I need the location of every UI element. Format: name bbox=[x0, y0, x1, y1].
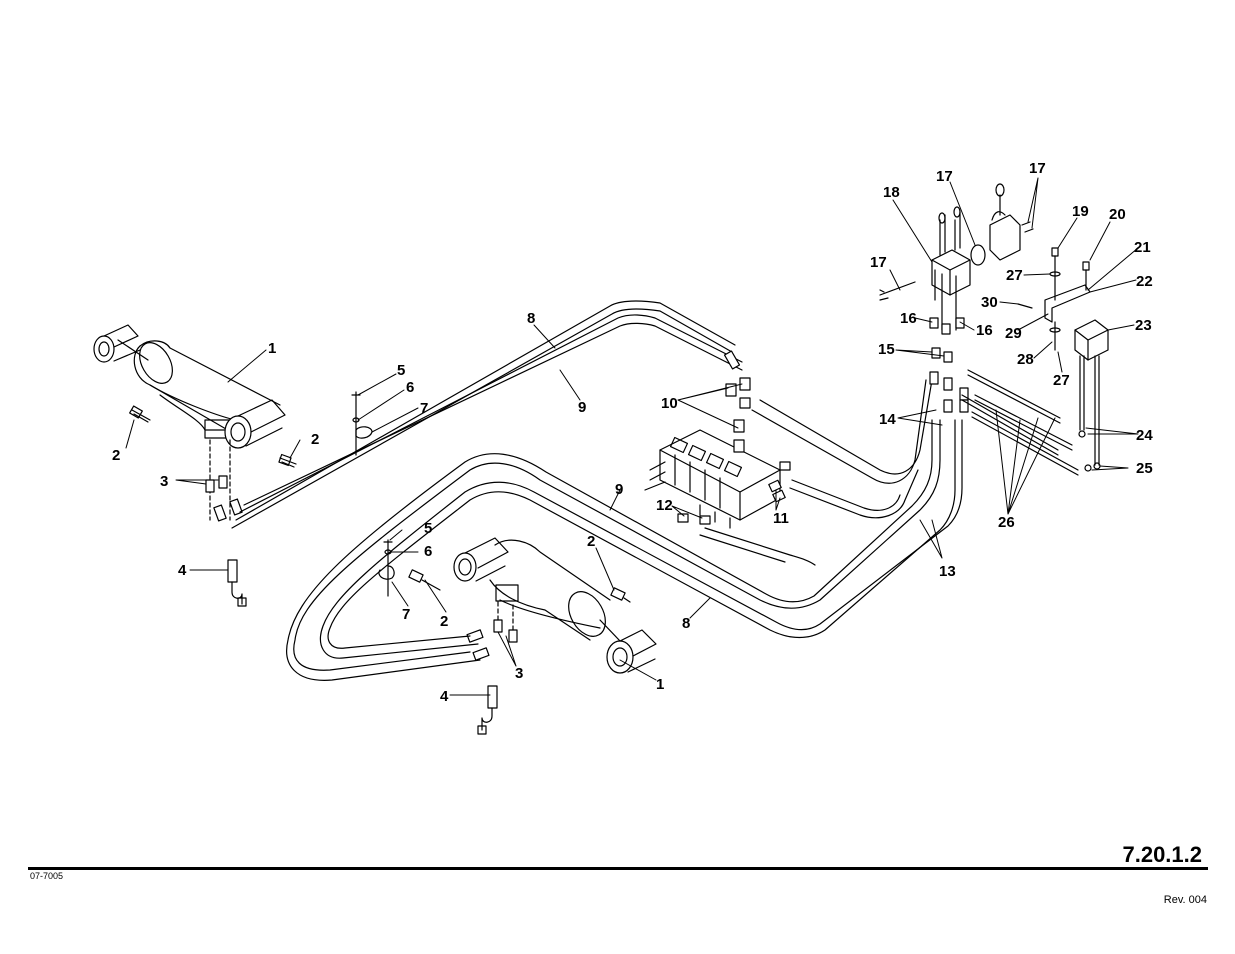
callout-1-right: 1 bbox=[656, 676, 664, 693]
callout-7-left: 7 bbox=[420, 400, 428, 417]
fittings-10 bbox=[723, 350, 751, 453]
right-fittings bbox=[408, 569, 631, 735]
callout-18: 18 bbox=[883, 184, 900, 201]
callout-27-a: 27 bbox=[1006, 267, 1023, 284]
hose-12 bbox=[699, 527, 816, 566]
right-hydraulic-cylinder bbox=[453, 537, 657, 674]
callout-4-left: 4 bbox=[178, 562, 187, 579]
callout-17-b: 17 bbox=[936, 168, 953, 185]
callout-2-c: 2 bbox=[587, 533, 595, 550]
callout-15: 15 bbox=[878, 341, 895, 358]
callout-11: 11 bbox=[773, 510, 789, 527]
callout-14: 14 bbox=[879, 411, 896, 428]
callout-4-right: 4 bbox=[440, 688, 449, 705]
callout-13: 13 bbox=[939, 563, 956, 580]
callout-labels: 1 1 2 2 2 2 3 3 4 4 5 5 6 6 7 7 8 8 9 9 … bbox=[112, 160, 1153, 705]
callout-30: 30 bbox=[981, 294, 998, 311]
callout-22: 22 bbox=[1136, 273, 1153, 290]
callout-3-right: 3 bbox=[515, 665, 523, 682]
hoses-26 bbox=[961, 369, 1079, 476]
hose-9-lower bbox=[319, 419, 963, 659]
clamp-assembly-right bbox=[378, 539, 395, 597]
callout-29: 29 bbox=[1005, 325, 1022, 342]
callout-24: 24 bbox=[1136, 427, 1153, 444]
joystick-control bbox=[879, 183, 1034, 331]
footer-rule bbox=[28, 867, 1208, 870]
callout-28: 28 bbox=[1017, 351, 1034, 368]
revision-label: Rev. 004 bbox=[1163, 894, 1207, 906]
callout-10: 10 bbox=[661, 395, 678, 412]
leader-lines bbox=[125, 177, 1139, 696]
left-fittings bbox=[129, 405, 297, 607]
callout-16-a: 16 bbox=[900, 310, 917, 327]
callout-5-left: 5 bbox=[397, 362, 405, 379]
callout-6-right: 6 bbox=[424, 543, 432, 560]
callout-20: 20 bbox=[1109, 206, 1126, 223]
callout-8-lower: 8 bbox=[682, 615, 690, 632]
callout-5-right: 5 bbox=[424, 520, 432, 537]
callout-9-lower: 9 bbox=[615, 481, 623, 498]
callout-2-b: 2 bbox=[311, 431, 319, 448]
callout-27-b: 27 bbox=[1053, 372, 1070, 389]
callout-25: 25 bbox=[1136, 460, 1153, 477]
callout-2-d: 2 bbox=[440, 613, 448, 630]
callout-17-c: 17 bbox=[1029, 160, 1046, 177]
callout-26: 26 bbox=[998, 514, 1015, 531]
control-fittings bbox=[929, 317, 969, 413]
callout-1-left: 1 bbox=[268, 340, 276, 357]
callout-19: 19 bbox=[1072, 203, 1089, 220]
hose-8-upper bbox=[231, 300, 736, 529]
callout-8-upper: 8 bbox=[527, 310, 535, 327]
callout-3-left: 3 bbox=[160, 473, 168, 490]
hose-13 bbox=[751, 379, 933, 519]
callout-12: 12 bbox=[656, 497, 673, 514]
callout-23: 23 bbox=[1135, 317, 1152, 334]
callout-17-a: 17 bbox=[870, 254, 887, 271]
hose-8-lower bbox=[286, 419, 941, 681]
callout-6-left: 6 bbox=[406, 379, 414, 396]
callout-21: 21 bbox=[1134, 239, 1151, 256]
left-hydraulic-cylinder bbox=[93, 324, 286, 521]
callout-2-a: 2 bbox=[112, 447, 120, 464]
hose-9-upper bbox=[239, 314, 743, 513]
valve-bank bbox=[644, 429, 781, 529]
document-number: 07-7005 bbox=[30, 871, 64, 881]
callout-16-b: 16 bbox=[976, 322, 993, 339]
callout-9-upper: 9 bbox=[578, 399, 586, 416]
fittings-12 bbox=[677, 513, 711, 525]
callout-7-right: 7 bbox=[402, 606, 410, 623]
bracket-and-valve bbox=[1017, 247, 1109, 472]
page-number: 7.20.1.2 bbox=[1122, 842, 1202, 867]
